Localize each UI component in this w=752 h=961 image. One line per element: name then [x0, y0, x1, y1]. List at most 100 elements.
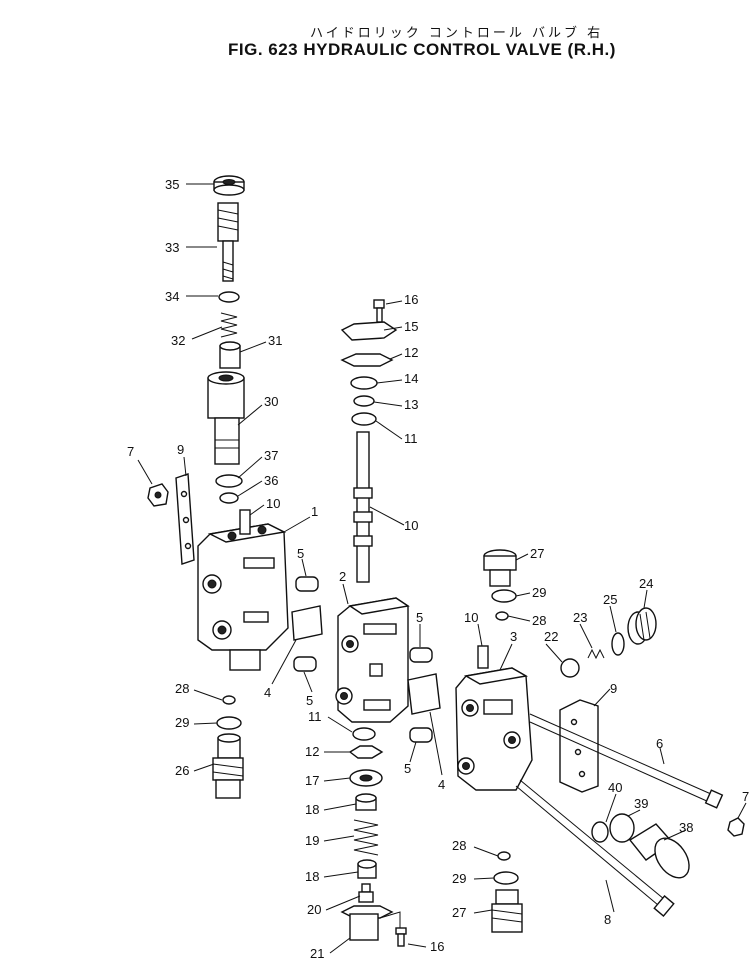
callout-17: 17 — [305, 773, 319, 788]
part-7-nut — [727, 817, 745, 837]
part-11-seal — [352, 727, 376, 741]
part-18-seat — [355, 793, 377, 811]
part-14-washer — [350, 376, 378, 390]
part-5-seal — [293, 656, 317, 672]
part-37-o-ring — [215, 474, 243, 488]
part-19-spring — [353, 819, 379, 856]
leader-lines — [137, 183, 747, 954]
callout-10: 10 — [464, 610, 478, 625]
callout-9: 9 — [610, 681, 617, 696]
part-36-backup-ring — [219, 492, 239, 504]
part-5-seal — [409, 727, 433, 743]
part-40-o-ring — [591, 821, 609, 843]
callout-6: 6 — [656, 736, 663, 751]
part-28-o-ring — [222, 695, 236, 705]
part-10-spool — [353, 431, 373, 583]
callout-15: 15 — [404, 319, 418, 334]
callout-4: 4 — [264, 685, 271, 700]
callout-40: 40 — [608, 780, 622, 795]
part-5-seal — [409, 647, 433, 663]
callout-29: 29 — [532, 585, 546, 600]
callout-32: 32 — [171, 333, 185, 348]
callout-28: 28 — [532, 613, 546, 628]
part-4-seal-plate — [407, 673, 441, 715]
part-26-plug — [212, 733, 244, 799]
callout-3: 3 — [510, 629, 517, 644]
callout-39: 39 — [634, 796, 648, 811]
callout-24: 24 — [639, 576, 653, 591]
callout-11: 11 — [404, 431, 418, 446]
part-23-spring — [587, 648, 605, 660]
part-3-valve-section — [455, 667, 533, 791]
callout-14: 14 — [404, 371, 418, 386]
part-11-seal — [351, 412, 377, 426]
callout-11: 11 — [308, 709, 322, 724]
part-24-plug — [627, 607, 657, 645]
callout-29: 29 — [175, 715, 189, 730]
part-30-relief-body — [207, 371, 245, 465]
callout-5: 5 — [416, 610, 423, 625]
callout-22: 22 — [544, 629, 558, 644]
part-31-piston — [219, 341, 241, 369]
callout-27: 27 — [530, 546, 544, 561]
callout-2: 2 — [339, 569, 346, 584]
callout-28: 28 — [452, 838, 466, 853]
callout-37: 37 — [264, 448, 278, 463]
part-29-o-ring — [491, 589, 517, 603]
callout-12: 12 — [404, 345, 418, 360]
part-22-ball — [560, 658, 580, 678]
callout-5: 5 — [306, 693, 313, 708]
callout-30: 30 — [264, 394, 278, 409]
callout-31: 31 — [268, 333, 282, 348]
part-6-tie-bolt — [529, 713, 724, 809]
callout-38: 38 — [679, 820, 693, 835]
callout-35: 35 — [165, 177, 179, 192]
part-33-stem — [217, 202, 239, 282]
part-35-nut — [213, 175, 245, 196]
callout-23: 23 — [573, 610, 587, 625]
part-25-o-ring — [611, 632, 625, 656]
part-9-bracket — [175, 473, 195, 565]
callout-7: 7 — [742, 789, 749, 804]
part-9-bracket — [559, 699, 599, 793]
callout-18: 18 — [305, 869, 319, 884]
part-20-bolt — [358, 883, 374, 903]
callout-16: 16 — [404, 292, 418, 307]
callout-20: 20 — [307, 902, 321, 917]
figure-title: FIG. 623 HYDRAULIC CONTROL VALVE (R.H.) — [228, 40, 616, 59]
callout-19: 19 — [305, 833, 319, 848]
part-28-o-ring — [495, 611, 509, 621]
callout-1: 1 — [311, 504, 318, 519]
part-4-seal-plate — [291, 605, 323, 641]
callout-25: 25 — [603, 592, 617, 607]
callout-13: 13 — [404, 397, 418, 412]
callout-9: 9 — [177, 442, 184, 457]
callout-34: 34 — [165, 289, 179, 304]
part-34-o-ring — [218, 291, 240, 303]
callout-8: 8 — [604, 912, 611, 927]
callout-12: 12 — [305, 744, 319, 759]
callout-27: 27 — [452, 905, 466, 920]
part-7-nut — [147, 483, 169, 507]
figure-title-japanese: ハイドロリック コントロール バルブ 右 — [310, 26, 604, 41]
part-2-valve-section — [335, 597, 410, 723]
part-28-o-ring — [497, 851, 511, 861]
part-1-valve-section — [197, 509, 289, 671]
callout-33: 33 — [165, 240, 179, 255]
part-13-ring — [353, 395, 375, 407]
part-17-retainer — [349, 769, 383, 787]
callout-10: 10 — [404, 518, 418, 533]
callout-21: 21 — [310, 946, 324, 961]
part-32-spring — [220, 312, 238, 338]
part-10-spool — [477, 645, 489, 669]
callout-18: 18 — [305, 802, 319, 817]
callout-10: 10 — [266, 496, 280, 511]
part-12-plate — [348, 745, 384, 759]
callout-4: 4 — [438, 777, 445, 792]
part-15-cover — [340, 321, 398, 341]
part-5-seal — [295, 576, 319, 592]
part-38-plug — [628, 823, 690, 879]
part-27-plug — [491, 889, 523, 933]
callout-16: 16 — [430, 939, 444, 954]
